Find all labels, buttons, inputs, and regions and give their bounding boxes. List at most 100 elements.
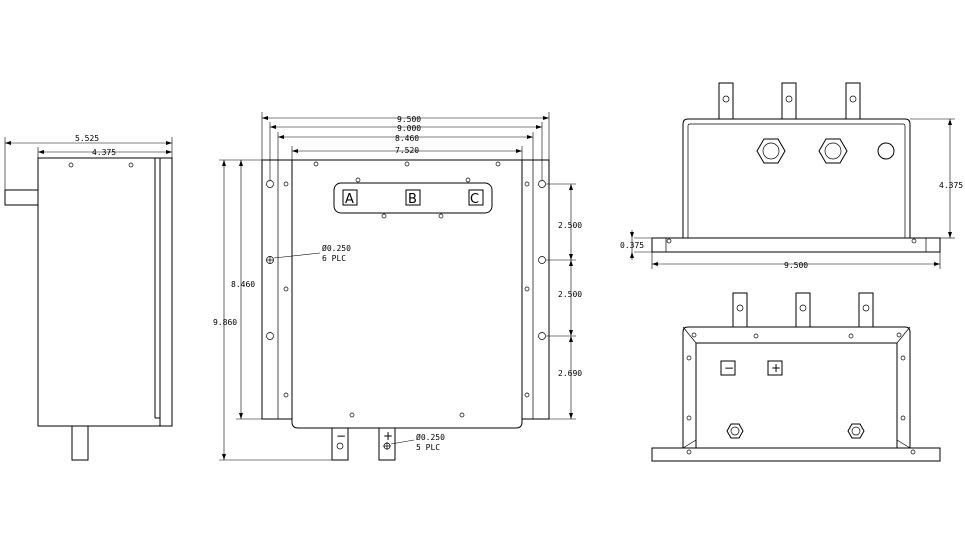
flange-hole xyxy=(266,180,274,188)
round-port xyxy=(877,142,895,160)
base-hole xyxy=(666,238,672,244)
iso-hole xyxy=(753,333,759,339)
side-bottom-terminal xyxy=(71,425,89,461)
iso-corner xyxy=(682,439,697,449)
arrowhead xyxy=(292,149,298,153)
hex-nut xyxy=(818,138,848,164)
flange-hole xyxy=(266,332,274,340)
top-terminal xyxy=(781,82,797,120)
top-terminal xyxy=(718,82,734,120)
plate-hole xyxy=(349,412,355,418)
iso-tray-inner xyxy=(695,342,898,449)
iso-hole xyxy=(896,332,902,338)
arrowhead xyxy=(652,262,658,266)
dim-text-h8460: 8.460 xyxy=(231,280,255,289)
flange-hole xyxy=(538,180,546,188)
side-body xyxy=(37,157,173,427)
arrowhead xyxy=(569,184,573,190)
note-hole-1: Ø0.250 xyxy=(322,243,351,253)
arrowhead xyxy=(569,330,573,336)
side-view: 5.525 4.375 xyxy=(4,134,173,461)
iso-nut xyxy=(726,423,744,439)
flange-hole xyxy=(538,256,546,264)
terminal-a-label: A xyxy=(345,192,354,207)
side-stud xyxy=(4,189,39,206)
arrowhead xyxy=(630,252,634,258)
block-hole xyxy=(381,213,387,219)
arrowhead xyxy=(270,125,276,129)
arrowhead xyxy=(222,160,226,166)
arrowhead xyxy=(934,262,940,266)
terminal-hole xyxy=(849,95,857,103)
plate-hole xyxy=(524,286,530,292)
side-hole xyxy=(68,162,74,168)
plate-hole xyxy=(459,412,465,418)
dim-text-0375: 0.375 xyxy=(620,241,644,250)
iso-plus-box xyxy=(767,360,783,376)
block-hole xyxy=(465,177,471,183)
dim-text-7520: 7.520 xyxy=(395,146,419,155)
iso-hole xyxy=(900,355,906,361)
iso-nut-inner xyxy=(730,426,740,436)
block-hole xyxy=(438,213,444,219)
iso-hole xyxy=(686,415,692,421)
iso-hole xyxy=(686,449,692,455)
iso-hole xyxy=(686,355,692,361)
note-hole-1b: 6 PLC xyxy=(322,254,346,263)
iso-corner xyxy=(896,439,911,449)
hex-nut xyxy=(756,138,786,164)
leader-line xyxy=(273,252,321,259)
terminal-a-box xyxy=(342,189,358,206)
arrowhead xyxy=(569,336,573,342)
arrowhead xyxy=(5,141,11,145)
note-hole-2b: 5 PLC xyxy=(416,443,440,452)
dim-text-9500-right: 9.500 xyxy=(784,261,808,270)
hex-nut-inner xyxy=(762,142,780,160)
arrowhead xyxy=(239,413,243,419)
terminal-plus-label: + xyxy=(383,429,393,443)
iso-base xyxy=(651,447,941,462)
plate-hole xyxy=(283,392,289,398)
plate-hole xyxy=(283,286,289,292)
note-hole-2: Ø0.250 xyxy=(416,432,445,442)
arrowhead xyxy=(278,135,284,139)
dim-text-4375-right: 4.375 xyxy=(939,181,963,190)
iso-corner xyxy=(682,326,697,344)
iso-hole xyxy=(848,333,854,339)
dim-text-9000: 9.000 xyxy=(397,124,421,133)
housing xyxy=(682,118,911,239)
arrowhead xyxy=(166,150,172,154)
bottom-terminal-minus xyxy=(331,427,349,461)
dim-text-8460: 8.460 xyxy=(395,134,419,143)
arrowhead xyxy=(569,254,573,260)
terminal-b-box xyxy=(405,189,421,206)
terminal-b-label: B xyxy=(408,192,417,207)
dim-text-5525: 5.525 xyxy=(75,134,99,143)
plate-hole xyxy=(524,181,530,187)
arrowhead xyxy=(543,116,549,120)
arrowhead xyxy=(536,125,542,129)
bottom-right-view: − + xyxy=(651,292,941,462)
iso-corner xyxy=(896,326,911,344)
dim-text-4375: 4.375 xyxy=(92,148,116,157)
dim-text-2690: 2.690 xyxy=(558,369,582,378)
iso-hole xyxy=(691,332,697,338)
arrowhead xyxy=(166,141,172,145)
arrowhead xyxy=(948,119,952,125)
iso-plus-label: + xyxy=(771,361,781,375)
terminal-hole xyxy=(736,304,744,312)
arrowhead xyxy=(516,149,522,153)
front-plate xyxy=(291,159,523,429)
plate-hole xyxy=(495,161,501,167)
housing-inner xyxy=(687,123,906,238)
plate-hole xyxy=(404,161,410,167)
iso-nut xyxy=(847,423,865,439)
flange-hole xyxy=(538,332,546,340)
dim-text-2500a: 2.500 xyxy=(558,221,582,230)
block-hole xyxy=(355,177,361,183)
iso-minus-box xyxy=(720,360,736,376)
terminal-hole xyxy=(785,95,793,103)
terminal-minus-label: − xyxy=(336,429,346,443)
terminal-hole xyxy=(862,304,870,312)
terminal-hole xyxy=(722,95,730,103)
